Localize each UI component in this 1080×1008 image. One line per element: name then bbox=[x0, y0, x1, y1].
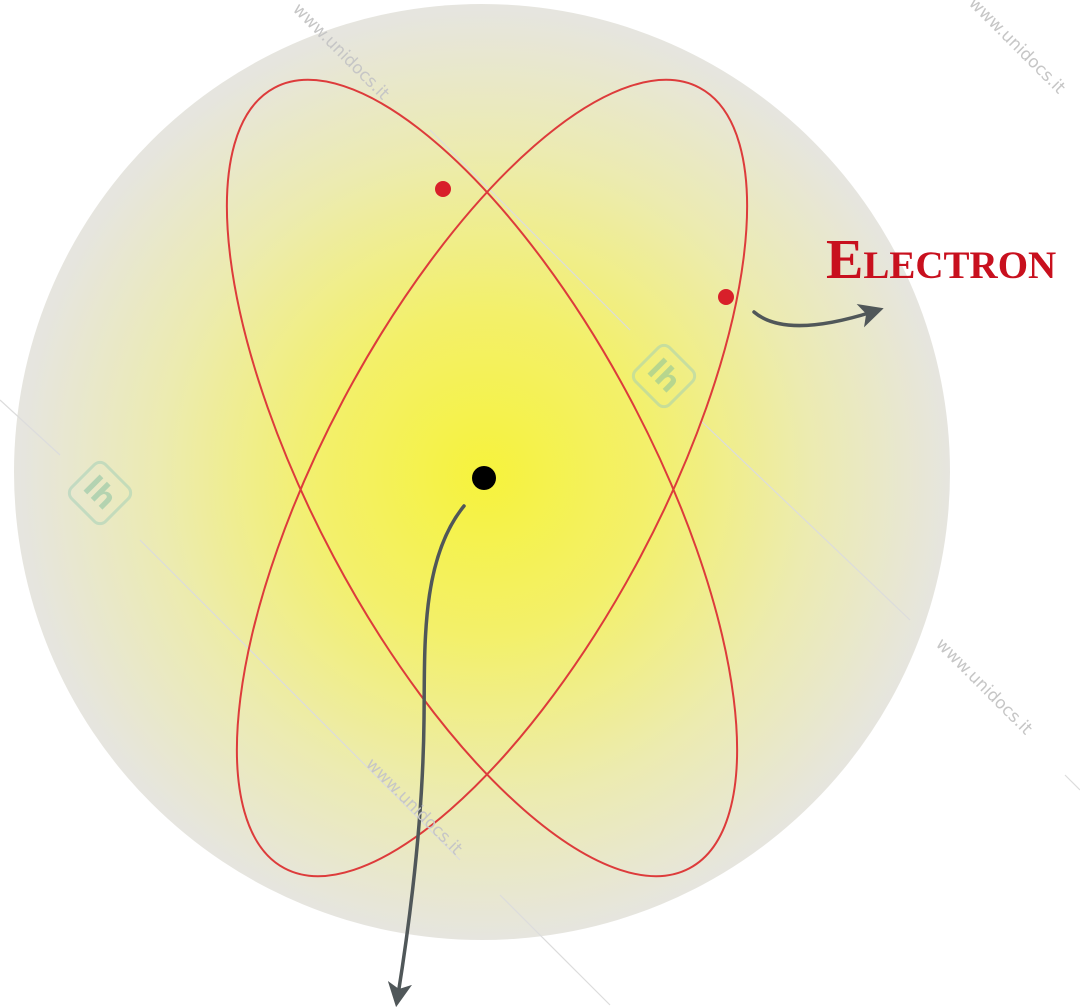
electron-label: Electron bbox=[826, 229, 1056, 291]
nucleus-dot bbox=[472, 466, 496, 490]
electron-dot-2 bbox=[718, 289, 734, 305]
watermark-text-2: www.unidocs.it bbox=[964, 0, 1069, 98]
electron-dot-1 bbox=[435, 181, 451, 197]
watermark-text-3: www.unidocs.it bbox=[931, 634, 1036, 739]
